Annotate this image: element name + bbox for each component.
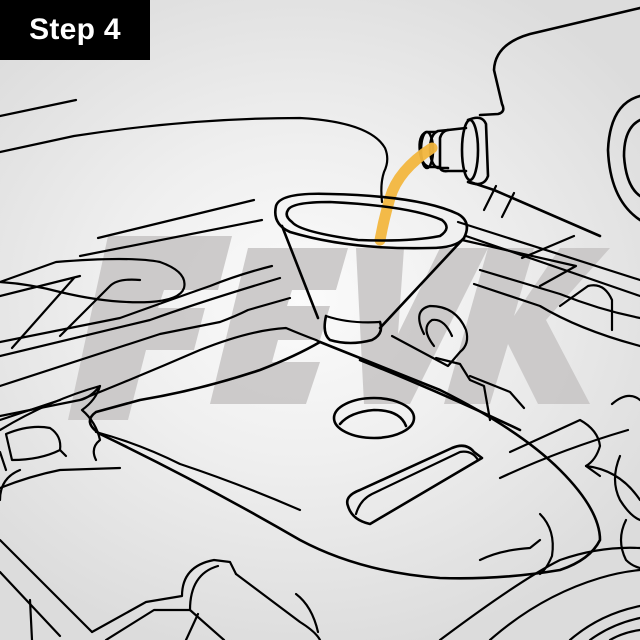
- funnel: [274, 192, 469, 345]
- right-component: [606, 94, 640, 222]
- step-badge: Step 4: [0, 0, 150, 60]
- hood-lines: [0, 98, 389, 258]
- engine-cover: [88, 340, 602, 580]
- oil-bottle: [418, 6, 640, 238]
- engine-hoses: [0, 220, 640, 502]
- lower-right-parts: [438, 394, 640, 640]
- lower-engine-parts: [0, 384, 322, 640]
- step-label: Step 4: [29, 13, 121, 46]
- watermark: [68, 236, 610, 420]
